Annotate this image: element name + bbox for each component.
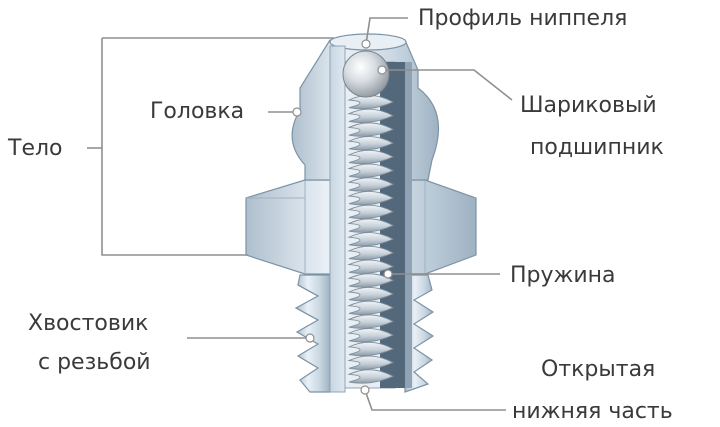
spring-coil xyxy=(347,191,395,206)
spring-coil xyxy=(347,108,395,124)
label-ball-bearing-line2: подшипник xyxy=(530,135,664,160)
label-open-bottom-line2: нижняя часть xyxy=(512,399,673,424)
spring-coil xyxy=(347,245,395,261)
label-ball-bearing-line1: Шариковый xyxy=(520,93,657,118)
spring-coil xyxy=(347,369,395,384)
spring-coil xyxy=(347,177,395,192)
threaded-shank xyxy=(294,274,331,393)
spring-coil xyxy=(347,341,395,357)
label-body: Тело xyxy=(7,136,63,161)
spring-coil xyxy=(347,232,395,247)
spring-coil xyxy=(347,163,395,178)
label-nipple-profile: Профиль ниппеля xyxy=(418,6,627,31)
spring-coil xyxy=(347,314,395,329)
leader-lines xyxy=(87,17,513,411)
label-spring: Пружина xyxy=(510,263,616,288)
spring xyxy=(347,95,395,384)
spring-coil xyxy=(347,328,395,343)
spring-coil xyxy=(347,149,395,165)
spring-coil xyxy=(347,300,395,316)
spring-coil xyxy=(347,122,395,137)
spring-coil xyxy=(347,136,395,151)
spring-coil xyxy=(347,218,395,233)
label-open-bottom-line1: Открытая xyxy=(541,357,655,382)
ball-bearing xyxy=(342,50,390,98)
label-threaded-shank-line2: с резьбой xyxy=(38,350,151,375)
spring-coil xyxy=(347,287,395,302)
label-threaded-shank-line1: Хвостовик xyxy=(28,311,148,336)
spring-coil xyxy=(347,259,395,274)
spring-coil xyxy=(347,355,395,370)
label-head: Головка xyxy=(150,99,244,124)
section-cut-face xyxy=(329,45,346,393)
spring-coil xyxy=(347,273,395,288)
spring-coil xyxy=(347,204,395,220)
